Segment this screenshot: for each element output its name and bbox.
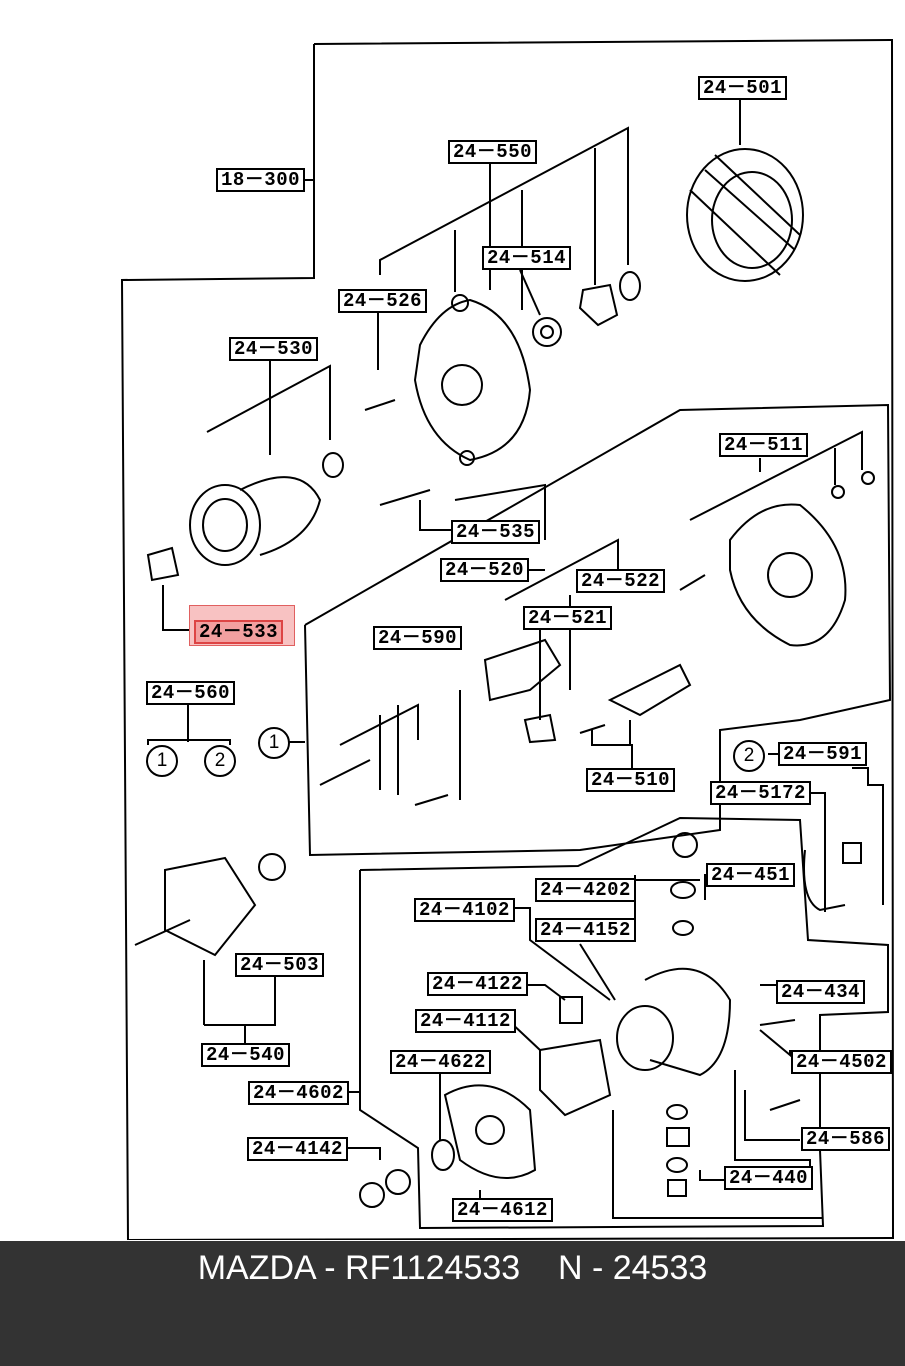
part-label-24-520[interactable]: 24－520 <box>440 558 530 582</box>
part-label-24-586[interactable]: 24－586 <box>801 1127 891 1151</box>
part-label-24-4102[interactable]: 24－4102 <box>414 898 515 922</box>
part-number-caption: MAZDA - RF1124533 N - 24533 <box>197 1249 708 1287</box>
part-label-24-501[interactable]: 24－501 <box>698 76 788 100</box>
part-label-24-4612[interactable]: 24－4612 <box>452 1198 553 1222</box>
part-label-24-451[interactable]: 24－451 <box>706 863 796 887</box>
callout-circle-1: 1 <box>146 745 178 777</box>
part-label-24-590[interactable]: 24－590 <box>373 626 463 650</box>
part-label-24-4502[interactable]: 24－4502 <box>791 1050 892 1074</box>
part-label-24-4142[interactable]: 24－4142 <box>247 1137 348 1161</box>
callout-circle-1-group: 1 <box>258 727 290 759</box>
part-label-24-4622[interactable]: 24－4622 <box>390 1050 491 1074</box>
part-label-24-4152[interactable]: 24－4152 <box>535 918 636 942</box>
part-label-24-521[interactable]: 24－521 <box>523 606 613 630</box>
part-label-24-535[interactable]: 24－535 <box>451 520 541 544</box>
caption-bar: MAZDA - RF1124533 N - 24533 <box>0 1241 905 1366</box>
part-label-24-4112[interactable]: 24－4112 <box>415 1009 516 1033</box>
part-label-24-503[interactable]: 24－503 <box>235 953 325 977</box>
part-label-24-522[interactable]: 24－522 <box>576 569 666 593</box>
part-label-24-591[interactable]: 24－591 <box>778 742 868 766</box>
part-label-24-540[interactable]: 24－540 <box>201 1043 291 1067</box>
part-label-24-434[interactable]: 24－434 <box>776 980 866 1004</box>
part-label-24-550[interactable]: 24－550 <box>448 140 538 164</box>
part-label-24-510[interactable]: 24－510 <box>586 768 676 792</box>
callout-circle-2: 2 <box>204 745 236 777</box>
part-label-24-514[interactable]: 24－514 <box>482 246 572 270</box>
part-label-18-300[interactable]: 18－300 <box>216 168 306 192</box>
part-label-24-511[interactable]: 24－511 <box>719 433 809 457</box>
part-label-24-4602[interactable]: 24－4602 <box>248 1081 349 1105</box>
part-label-24-560[interactable]: 24－560 <box>146 681 236 705</box>
part-label-24-530[interactable]: 24－530 <box>229 337 319 361</box>
part-label-24-4202[interactable]: 24－4202 <box>535 878 636 902</box>
part-label-24-440[interactable]: 24－440 <box>724 1166 814 1190</box>
diagram-linework <box>120 38 895 1242</box>
part-label-24-5172[interactable]: 24－5172 <box>710 781 811 805</box>
callout-circle-2-group: 2 <box>733 740 765 772</box>
part-label-24-526[interactable]: 24－526 <box>338 289 428 313</box>
alternator-exploded-diagram: 18－300 24－501 24－550 24－514 24－526 24－53… <box>120 38 895 1242</box>
part-label-24-4122[interactable]: 24－4122 <box>427 972 528 996</box>
part-label-24-533-highlighted[interactable]: 24－533 <box>194 620 284 644</box>
